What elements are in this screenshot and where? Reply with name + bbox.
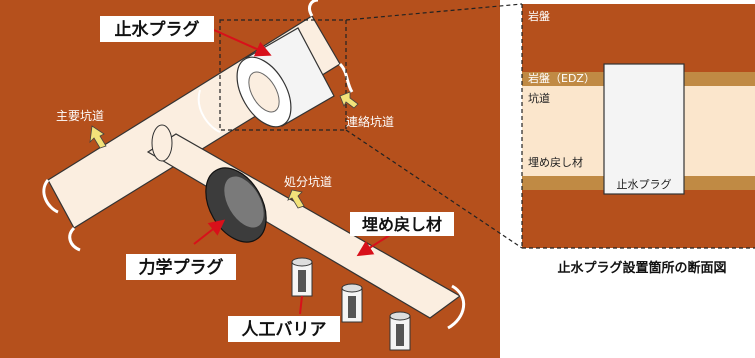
engineered-barrier-3 bbox=[389, 311, 411, 351]
connecting-tunnel-label: 連絡坑道 bbox=[346, 114, 394, 129]
section-plug-label: 止水プラグ bbox=[617, 177, 672, 191]
backfill-label-box bbox=[350, 212, 454, 236]
engineered-barrier-2 bbox=[341, 283, 363, 323]
cross-section-panel bbox=[521, 4, 755, 249]
disposal-tunnel-arrow bbox=[287, 189, 305, 209]
engineered-barrier-1 bbox=[291, 257, 313, 297]
engineered-barrier-label: 人工バリア bbox=[242, 320, 327, 340]
mechanical-plug-label: 力学プラグ bbox=[139, 257, 224, 278]
water-plug-label-box bbox=[100, 16, 214, 42]
mechanical-plug-pointer bbox=[193, 219, 226, 245]
section-backfill-label: 埋め戻し材 bbox=[528, 155, 583, 169]
plug-callout-box bbox=[219, 19, 347, 131]
disposal-tunnel-label: 処分坑道 bbox=[284, 174, 332, 189]
callout-line-top bbox=[345, 3, 523, 21]
mechanical-plug-label-box bbox=[126, 254, 236, 280]
section-rock-label: 岩盤 bbox=[528, 9, 550, 23]
section-caption: 止水プラグ設置箇所の断面図 bbox=[557, 260, 726, 276]
engineered-barrier-label-box bbox=[228, 316, 340, 342]
section-edz-label: 岩盤（EDZ） bbox=[528, 71, 595, 85]
barrier-pointer bbox=[299, 295, 303, 315]
connecting-tunnel-arrow bbox=[339, 91, 359, 109]
water-plug-pointer bbox=[213, 29, 272, 57]
main-tunnel-label: 主要坑道 bbox=[56, 108, 104, 123]
water-plug-label: 止水プラグ bbox=[115, 19, 200, 40]
backfill-label: 埋め戻し材 bbox=[362, 215, 442, 234]
section-plug bbox=[603, 63, 685, 195]
section-tunnel-label: 坑道 bbox=[528, 91, 550, 105]
main-tunnel-arrow bbox=[89, 125, 107, 149]
callout-line-bottom bbox=[345, 129, 523, 249]
